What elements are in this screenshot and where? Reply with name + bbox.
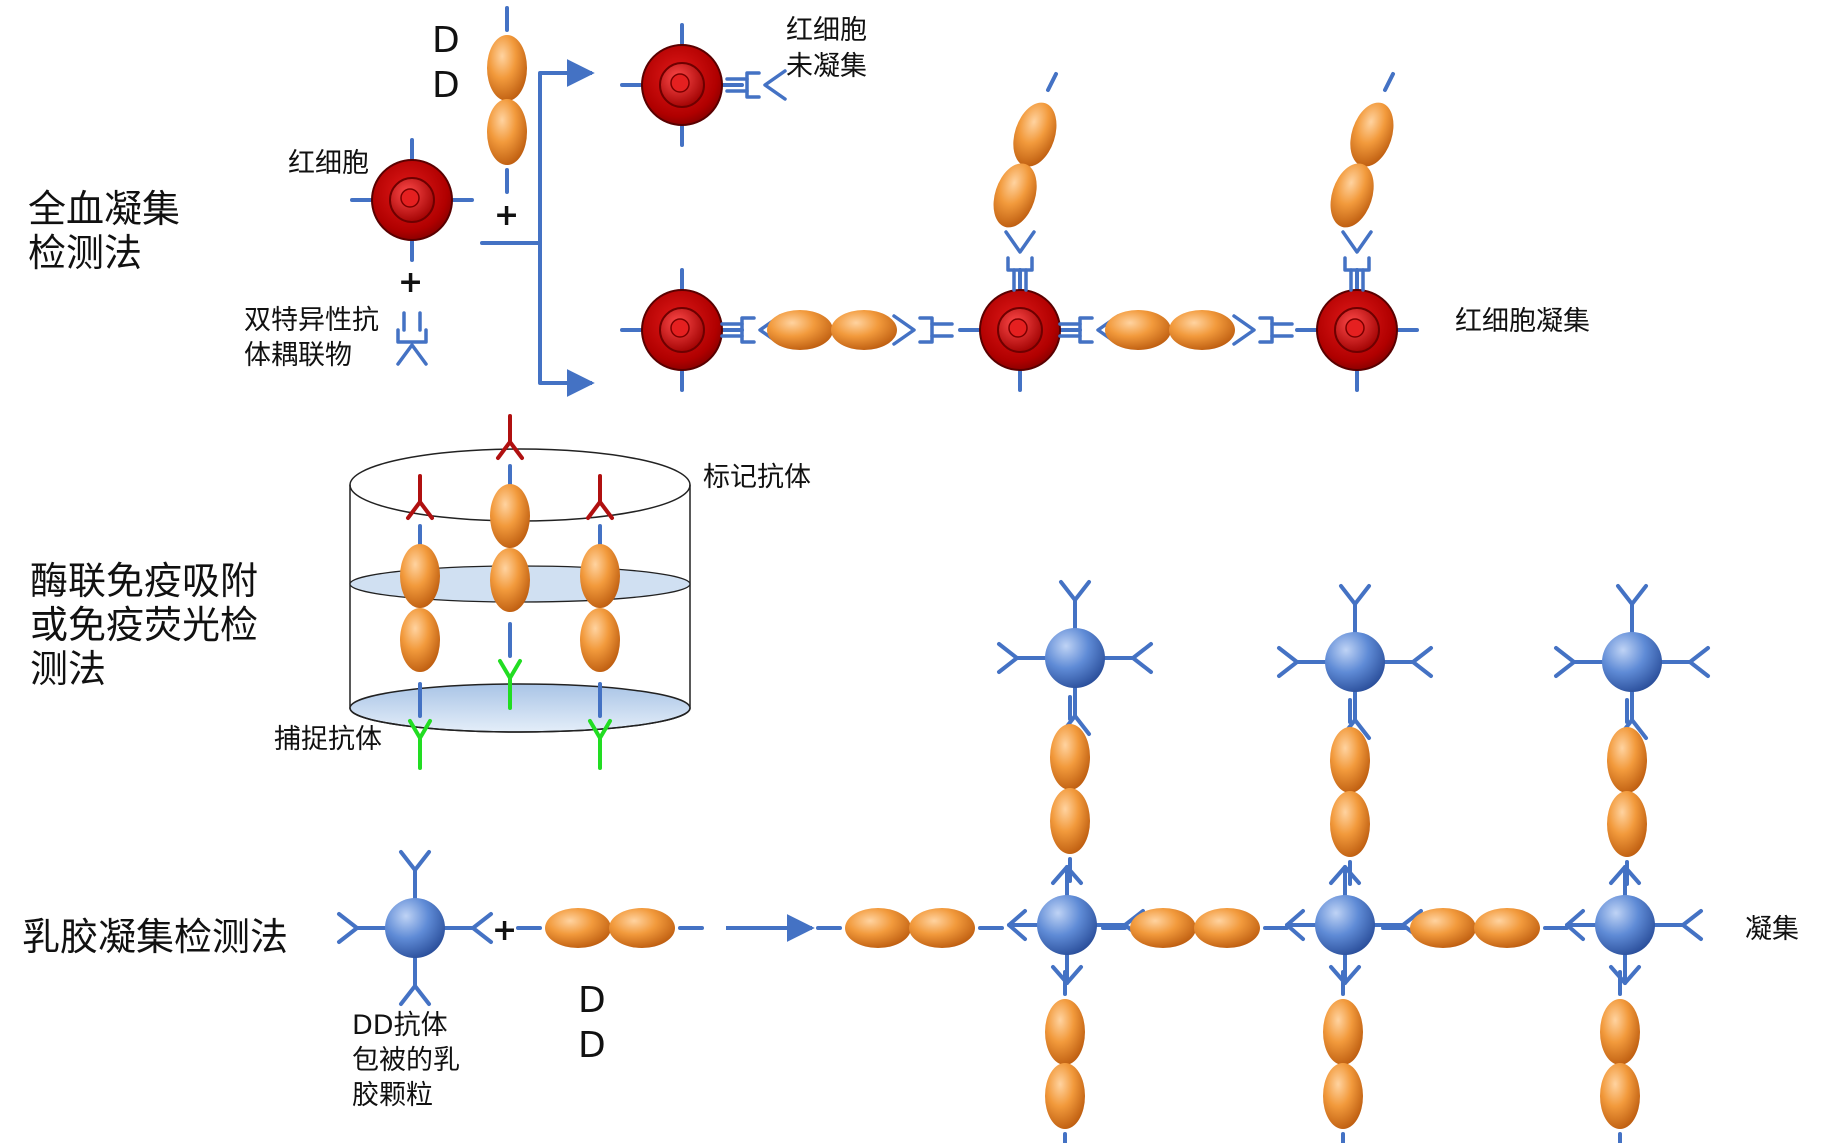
network-bead-3 xyxy=(1565,865,1703,985)
latex-plus-sign: + xyxy=(492,913,517,948)
elisa-title-line-3: 测法 xyxy=(30,647,106,691)
whole-blood-title-line-1: 全血凝集 xyxy=(28,187,180,231)
network-top-bead-1 xyxy=(997,580,1153,736)
labeled-antibody-label: 标记抗体 xyxy=(703,462,811,493)
rbc-not-agglutinated xyxy=(620,23,744,147)
rbc-chain-3 xyxy=(1295,268,1419,392)
latex-particle-label-line-2: 包被的乳 xyxy=(352,1045,460,1076)
network-vdimer-2 xyxy=(1330,698,1370,886)
chain-dimer-1 xyxy=(767,310,897,350)
connector-up-2 xyxy=(1341,230,1373,292)
bispecific-antibody-icon xyxy=(396,311,428,366)
plus-sign-2: + xyxy=(398,265,423,300)
network-bottom-dimer-3 xyxy=(1600,970,1640,1143)
network-dimer-left xyxy=(816,908,1004,948)
latex-dimer-input xyxy=(516,908,704,948)
elisa-column-2 xyxy=(490,414,530,710)
network-bottom-dimer-1 xyxy=(1045,970,1085,1143)
network-vdimer-3 xyxy=(1607,698,1647,886)
network-bead-2 xyxy=(1285,865,1423,985)
elisa-title-line-2: 或免疫荧光检 xyxy=(30,603,258,647)
rbc-input xyxy=(350,138,474,262)
capture-antibody-label: 捕捉抗体 xyxy=(274,724,382,755)
dimer-letter-top-2: D xyxy=(432,65,460,106)
diagram-shapes xyxy=(337,6,1710,1143)
rbc-chain-2 xyxy=(958,268,1082,392)
elisa-title-line-1: 酶联免疫吸附 xyxy=(30,559,258,603)
latex-agglutination-label: 凝集 xyxy=(1745,914,1799,945)
rbc-chain-1 xyxy=(620,268,744,392)
chain-dimer-2 xyxy=(1105,310,1235,350)
latex-dimer-letter-1: D xyxy=(578,980,606,1021)
latex-dimer-letter-2: D xyxy=(578,1025,606,1066)
network-dimer-3 xyxy=(1381,908,1569,948)
dd-dimer-input xyxy=(487,6,527,194)
connector-4 xyxy=(1232,314,1294,346)
elisa-column-3 xyxy=(580,474,620,770)
latex-title: 乳胶凝集检测法 xyxy=(22,915,288,959)
network-top-bead-2 xyxy=(1277,584,1433,740)
whole-blood-title: 全血凝集 检测法 xyxy=(28,187,180,275)
network-bottom-dimer-2 xyxy=(1323,970,1363,1143)
bispecific-label-line-2: 体耦联物 xyxy=(244,340,352,371)
elisa-title: 酶联免疫吸附 或免疫荧光检 测法 xyxy=(30,559,258,691)
branch-dimer-2 xyxy=(1330,102,1394,228)
network-top-bead-3 xyxy=(1554,584,1710,740)
rbc-agglutination-label: 红细胞凝集 xyxy=(1455,306,1590,337)
network-vdimer-1 xyxy=(1050,695,1090,883)
whole-blood-title-line-2: 检测法 xyxy=(28,231,142,275)
no-agglutination-line-1: 红细胞 xyxy=(786,15,867,46)
latex-particle-label-line-1: DD抗体 xyxy=(352,1010,448,1041)
latex-bead-input xyxy=(337,850,493,1006)
no-agglutination-line-2: 未凝集 xyxy=(786,51,867,82)
branch-arrows xyxy=(480,59,595,397)
rbc-label: 红细胞 xyxy=(288,148,369,179)
dimer-letter-top-1: D xyxy=(432,20,460,61)
latex-particle-label-line-3: 胶颗粒 xyxy=(352,1080,433,1111)
connector-2 xyxy=(892,314,954,346)
branch-dimer-1 xyxy=(993,102,1057,228)
bispecific-label-line-1: 双特异性抗 xyxy=(244,305,379,336)
elisa-column-1 xyxy=(400,474,440,770)
bispecific-connector-free xyxy=(725,69,787,101)
plus-sign-1: + xyxy=(494,198,519,233)
network-bead-1 xyxy=(1007,865,1145,985)
connector-up-1 xyxy=(1004,230,1036,292)
network-dimer-2 xyxy=(1101,908,1289,948)
